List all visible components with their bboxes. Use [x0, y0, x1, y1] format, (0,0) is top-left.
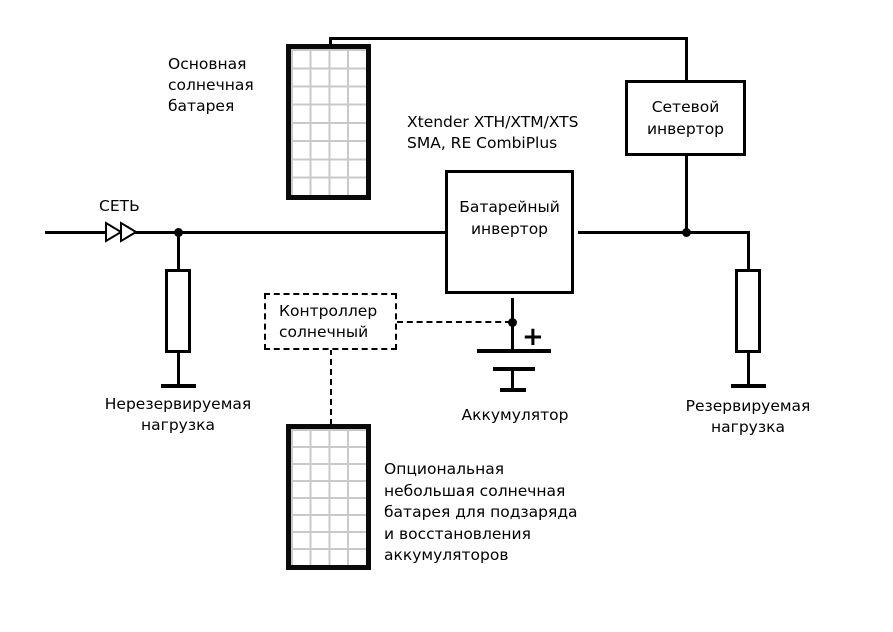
wire-battery-ground-lead	[511, 369, 514, 390]
wire-right-load-ground-lead	[747, 351, 750, 386]
wire-mains-bus-left	[45, 231, 447, 234]
battery-inverter-box: Батарейный инвертор	[445, 170, 574, 294]
left-load-label-line2: нагрузка	[141, 416, 215, 434]
battery-label: Аккумулятор	[461, 406, 569, 424]
grid-inverter-label-line1: Сетевой	[651, 98, 720, 116]
solar-panel-main	[286, 44, 371, 200]
optional-panel-label-line4: и восстановления	[384, 524, 531, 543]
right-load-label: Резервируемая нагрузка	[650, 396, 846, 438]
battery-inverter-label-line1: Батарейный	[459, 198, 560, 216]
solar-controller-box: Контроллер солнечный	[264, 293, 397, 350]
main-panel-label-line3: батарея	[168, 97, 235, 115]
wire-grid-inverter-feed	[685, 37, 688, 82]
battery-inverter-label-line2: инвертор	[470, 220, 549, 238]
wire-left-load-ground-lead	[177, 351, 180, 386]
junction-dot-mains-left	[174, 228, 183, 237]
grid-inverter-box: Сетевой инвертор	[625, 80, 746, 156]
optional-panel-label: Опциональная небольшая солнечная батарея…	[384, 459, 578, 567]
junction-dot-mains-right	[682, 228, 691, 237]
wire-mains-bus-right	[578, 231, 750, 234]
junction-dot-battery-lead	[508, 318, 517, 327]
mains-arrows-icon	[105, 221, 138, 243]
main-panel-label: Основная солнечная батарея	[168, 54, 254, 117]
controller-label-line2: солнечный	[279, 322, 369, 341]
wire-right-load-drop	[747, 231, 750, 270]
wire-top-horizontal	[329, 37, 688, 40]
main-panel-label-line1: Основная	[168, 55, 247, 73]
wire-panel-top-riser	[329, 37, 332, 47]
ground-bar-right	[731, 384, 766, 388]
xtender-model-line1: Xtender XTH/XTM/XTS	[407, 113, 579, 131]
resistor-right-load	[735, 269, 761, 353]
controller-label-line1: Контроллер	[279, 301, 378, 320]
main-panel-label-line2: солнечная	[168, 76, 254, 94]
ground-bar-left	[161, 384, 196, 388]
optional-panel-label-line5: аккумуляторов	[384, 546, 509, 564]
battery-plate-negative	[493, 367, 535, 371]
ground-bar-battery	[500, 388, 526, 392]
grid-inverter-label-line2: инвертор	[646, 120, 725, 138]
wire-left-load-drop	[177, 231, 180, 270]
left-load-label: Нерезервируемая нагрузка	[82, 394, 274, 436]
dashed-wire-controller-to-panel	[330, 349, 332, 425]
right-load-label-line1: Резервируемая	[685, 397, 811, 415]
xtender-model-line2: SMA, RE CombiPlus	[407, 134, 558, 152]
optional-panel-label-line1: Опциональная	[384, 460, 505, 478]
resistor-left-load	[165, 269, 191, 353]
left-load-label-line1: Нерезервируемая	[104, 395, 252, 413]
battery-plate-positive	[477, 349, 551, 353]
solar-panel-optional	[286, 424, 371, 570]
mains-label: СЕТЬ	[99, 197, 140, 215]
xtender-model-label: Xtender XTH/XTM/XTS SMA, RE CombiPlus	[407, 112, 578, 154]
optional-panel-label-line3: батарея для подзаряда	[384, 503, 578, 521]
battery-plus-sign: +	[522, 322, 544, 352]
right-load-label-line2: нагрузка	[711, 418, 785, 436]
wire-grid-inverter-drop	[685, 155, 688, 234]
dashed-wire-controller-to-battery	[397, 321, 511, 323]
optional-panel-label-line2: небольшая солнечная	[384, 481, 566, 500]
